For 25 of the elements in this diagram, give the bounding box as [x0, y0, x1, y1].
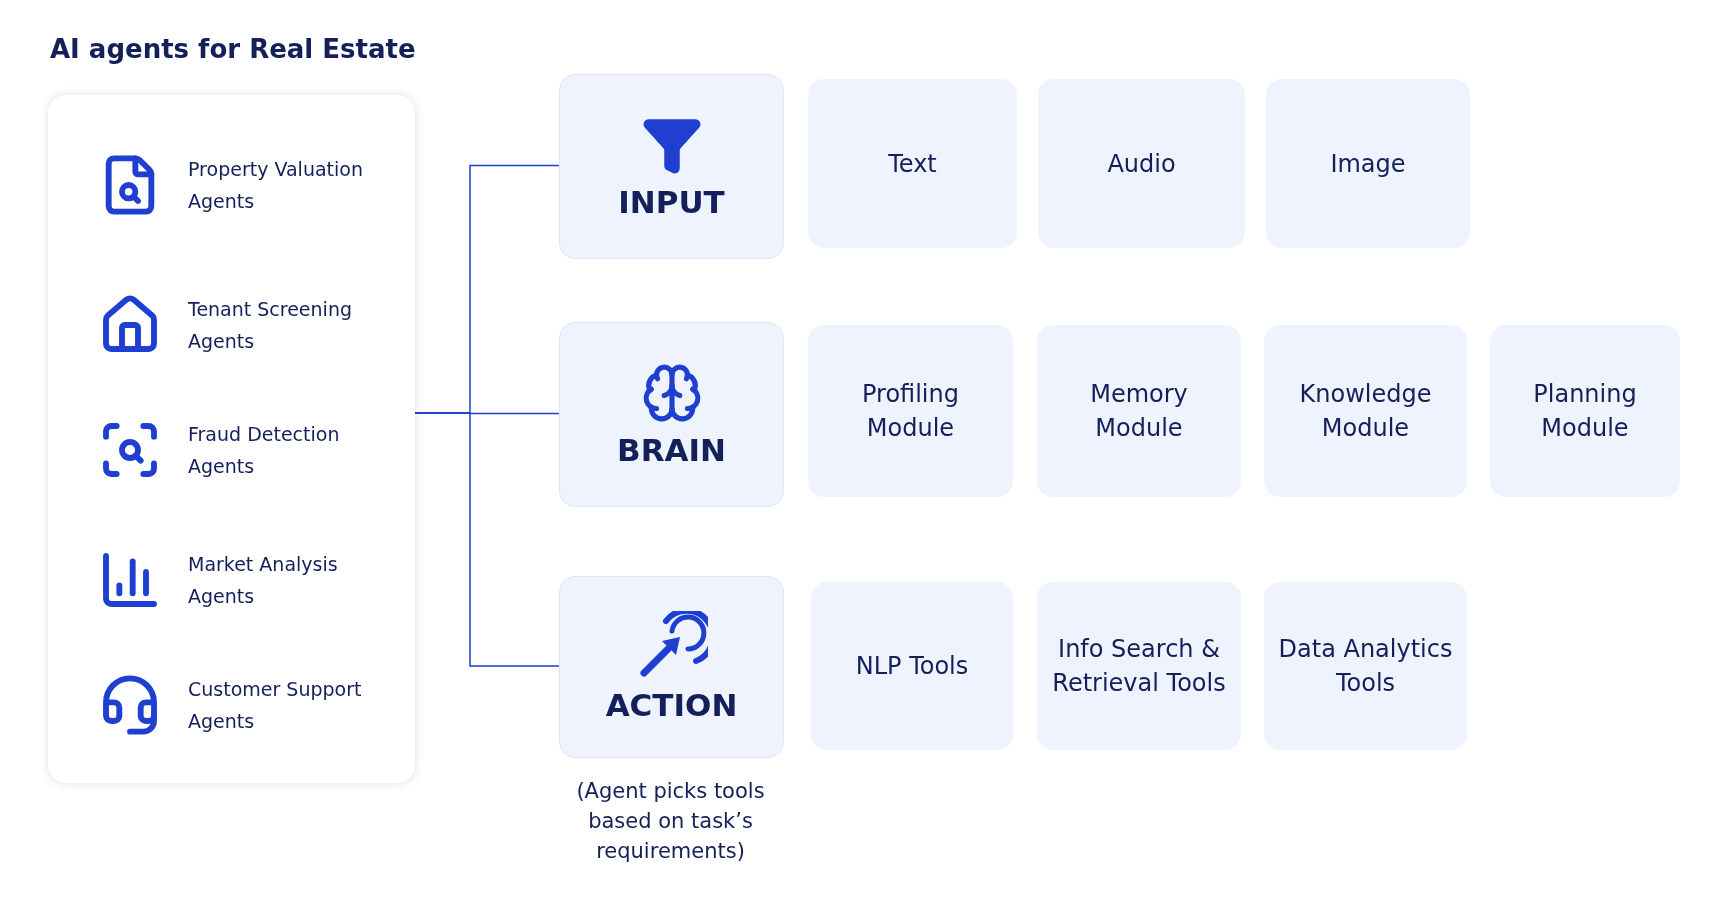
component-label: Text	[887, 148, 938, 180]
agent-label: Market Analysis Agents	[188, 552, 339, 609]
stage-title: ACTION	[605, 687, 738, 723]
agent-label: Property Valuation Agents	[188, 157, 364, 214]
component-label: Memory Module	[1089, 379, 1189, 444]
stage-title: INPUT	[618, 183, 725, 220]
agent-label: Customer Support Agents	[188, 677, 363, 734]
component-label: Planning Module	[1532, 379, 1638, 444]
agent-list-panel	[48, 95, 415, 783]
agent-label: Tenant Screening Agents	[188, 297, 353, 354]
component-label: Image	[1329, 148, 1407, 180]
stage-card	[559, 74, 784, 259]
component-label: Knowledge Module	[1298, 379, 1433, 444]
component-label: Profiling Module	[861, 379, 960, 444]
stage-title: BRAIN	[617, 431, 726, 468]
component-label: Audio	[1106, 148, 1177, 180]
component-label: NLP Tools	[854, 651, 970, 682]
stage-card	[559, 322, 784, 507]
diagram-title: AI agents for Real Estate	[50, 34, 416, 64]
component-label: Data Analytics Tools	[1277, 634, 1454, 699]
stage-note: (Agent picks tools based on task’s requirements)	[575, 778, 766, 865]
connector-line	[414, 412, 560, 667]
stage-card	[559, 576, 784, 758]
agent-label: Fraud Detection Agents	[188, 422, 341, 479]
component-label: Info Search & Retrieval Tools	[1051, 634, 1227, 699]
